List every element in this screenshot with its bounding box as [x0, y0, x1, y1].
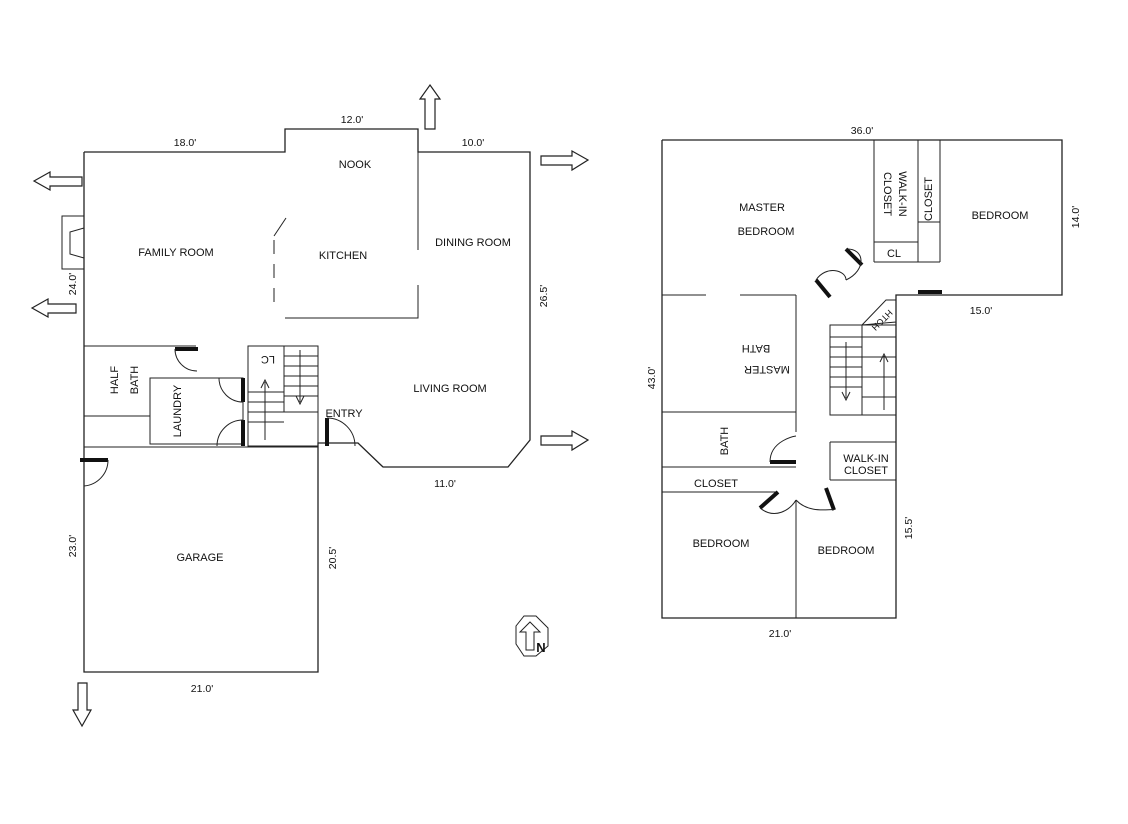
dimension-label: 21.0'	[769, 628, 791, 640]
dimension-label: 20.5'	[327, 547, 339, 569]
walkin-closet-label: WALK-IN	[896, 171, 908, 216]
walkin-closet-2-label: WALK-IN	[843, 453, 888, 465]
north-compass-icon: N	[515, 615, 549, 657]
master-bedroom-label: MASTER	[739, 202, 785, 214]
second-floor-outer-wall	[661, 139, 1063, 619]
cl-label: CL	[887, 248, 901, 260]
walkin-closet-label: CLOSET	[881, 172, 893, 216]
first-floor-stairs	[247, 345, 319, 447]
dimension-label: 14.0'	[1070, 206, 1082, 228]
exit-arrow-icon	[418, 83, 442, 130]
garage-label: GARAGE	[176, 552, 223, 564]
family-room-label: FAMILY ROOM	[138, 247, 213, 259]
closet-lower-label: CLOSET	[694, 478, 738, 490]
dimension-label: 24.0'	[67, 273, 79, 295]
fireplace-icon	[61, 215, 85, 270]
dimension-label: 15.5'	[903, 517, 915, 539]
linen-closet-label: LC	[261, 353, 275, 365]
second-floor-stairs	[829, 324, 897, 416]
bedroom-right-label: BEDROOM	[972, 210, 1029, 222]
closet-label: CLOSET	[923, 177, 935, 221]
first-floor-outer-wall	[83, 128, 531, 673]
dimension-label: 18.0'	[174, 137, 196, 149]
dimension-label: 12.0'	[341, 114, 363, 126]
living-room-label: LIVING ROOM	[413, 383, 486, 395]
laundry-label: LAUNDRY	[172, 384, 184, 437]
dimension-label: 36.0'	[851, 125, 873, 137]
bedroom-lower-left-label: BEDROOM	[693, 538, 750, 550]
dimension-label: 43.0'	[646, 367, 658, 389]
dimension-label: 10.0'	[462, 137, 484, 149]
hatch-outline	[861, 299, 897, 326]
exit-arrow-icon	[30, 297, 77, 319]
master-bath-label: BATH	[742, 342, 771, 354]
half-label: HALF	[109, 366, 121, 394]
dimension-label: 11.0'	[434, 478, 456, 490]
first-floor-doors	[80, 347, 356, 487]
bath-label: BATH	[719, 427, 731, 456]
kitchen-island	[285, 285, 419, 319]
dining-room-label: DINING ROOM	[435, 237, 511, 249]
dimension-label: 15.0'	[970, 305, 992, 317]
nook-label: NOOK	[339, 159, 372, 171]
laundry-room-wall	[149, 377, 244, 445]
compass-north-letter: N	[536, 640, 545, 655]
master-bedroom-label: BEDROOM	[738, 226, 795, 238]
kitchen-label: KITCHEN	[319, 250, 367, 262]
bath-label: BATH	[129, 366, 141, 395]
dimension-label: 21.0'	[191, 683, 213, 695]
bedroom-lower-mid-label: BEDROOM	[818, 545, 875, 557]
hatch-label: HTCH	[870, 308, 895, 333]
first-floor-plan: FAMILY ROOM NOOK KITCHEN DINING ROOM LIV…	[30, 83, 590, 728]
kitchen-left-angle	[273, 217, 287, 237]
entry-label: ENTRY	[325, 408, 363, 420]
second-floor-plan: MASTER BEDROOM WALK-IN CLOSET CLOSET CL …	[646, 125, 1082, 640]
second-floor-doors	[758, 247, 942, 514]
exit-arrow-icon	[71, 682, 93, 728]
exit-arrow-icon	[32, 170, 83, 192]
exit-arrow-icon	[540, 149, 590, 172]
dimension-label: 23.0'	[67, 535, 79, 557]
walkin-closet-2-label: CLOSET	[844, 465, 888, 477]
dimension-label: 26.5'	[538, 285, 550, 307]
master-bath-label: MASTER	[744, 363, 790, 375]
exit-arrow-icon	[540, 429, 590, 452]
